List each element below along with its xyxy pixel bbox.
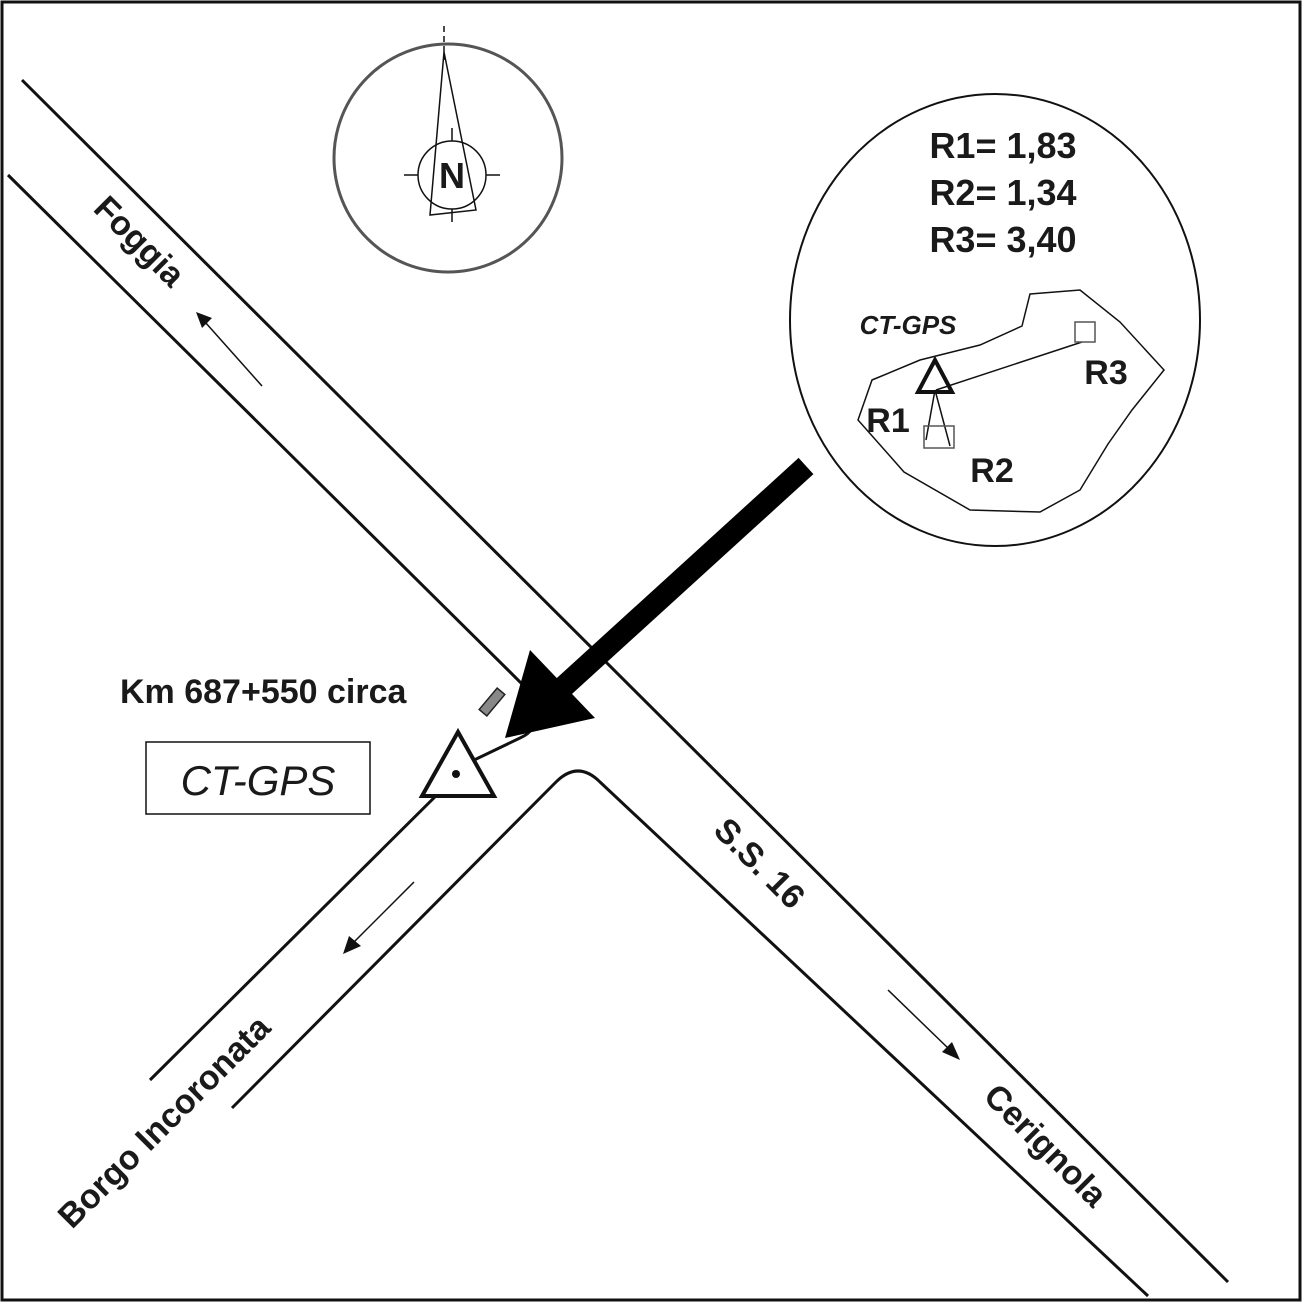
north-compass-icon: N [332,26,564,274]
inset-label-r1: R1 [866,402,909,440]
inset-label-r3: R3 [1084,354,1127,392]
km-marker-post [478,687,506,717]
direction-arrow-foggia [196,312,263,387]
inset-site-outline [857,289,1165,513]
inset-detail: R1= 1,83 R2= 1,34 R3= 3,40 CT-GPS R1 R2 … [789,93,1201,547]
inset-station-label: CT-GPS [860,310,957,340]
station-label: CT-GPS [181,757,336,804]
inset-reading-r3: R3= 3,40 [929,219,1076,260]
station-triangle-icon [418,727,498,798]
inset-reading-r2: R2= 1,34 [929,172,1076,213]
compass-north-label: N [439,155,465,196]
direction-arrow-borgo [343,881,415,954]
inset-point-r2 [923,425,955,449]
station-label-box [145,741,371,815]
inset-reading-r1: R1= 1,83 [929,125,1076,166]
km-marker-label: Km 687+550 circa [120,673,407,711]
inset-point-r3 [1074,321,1096,343]
inset-pointer-arrow [505,457,814,738]
direction-arrow-cerignola [887,989,960,1060]
inset-label-r2: R2 [970,452,1013,490]
